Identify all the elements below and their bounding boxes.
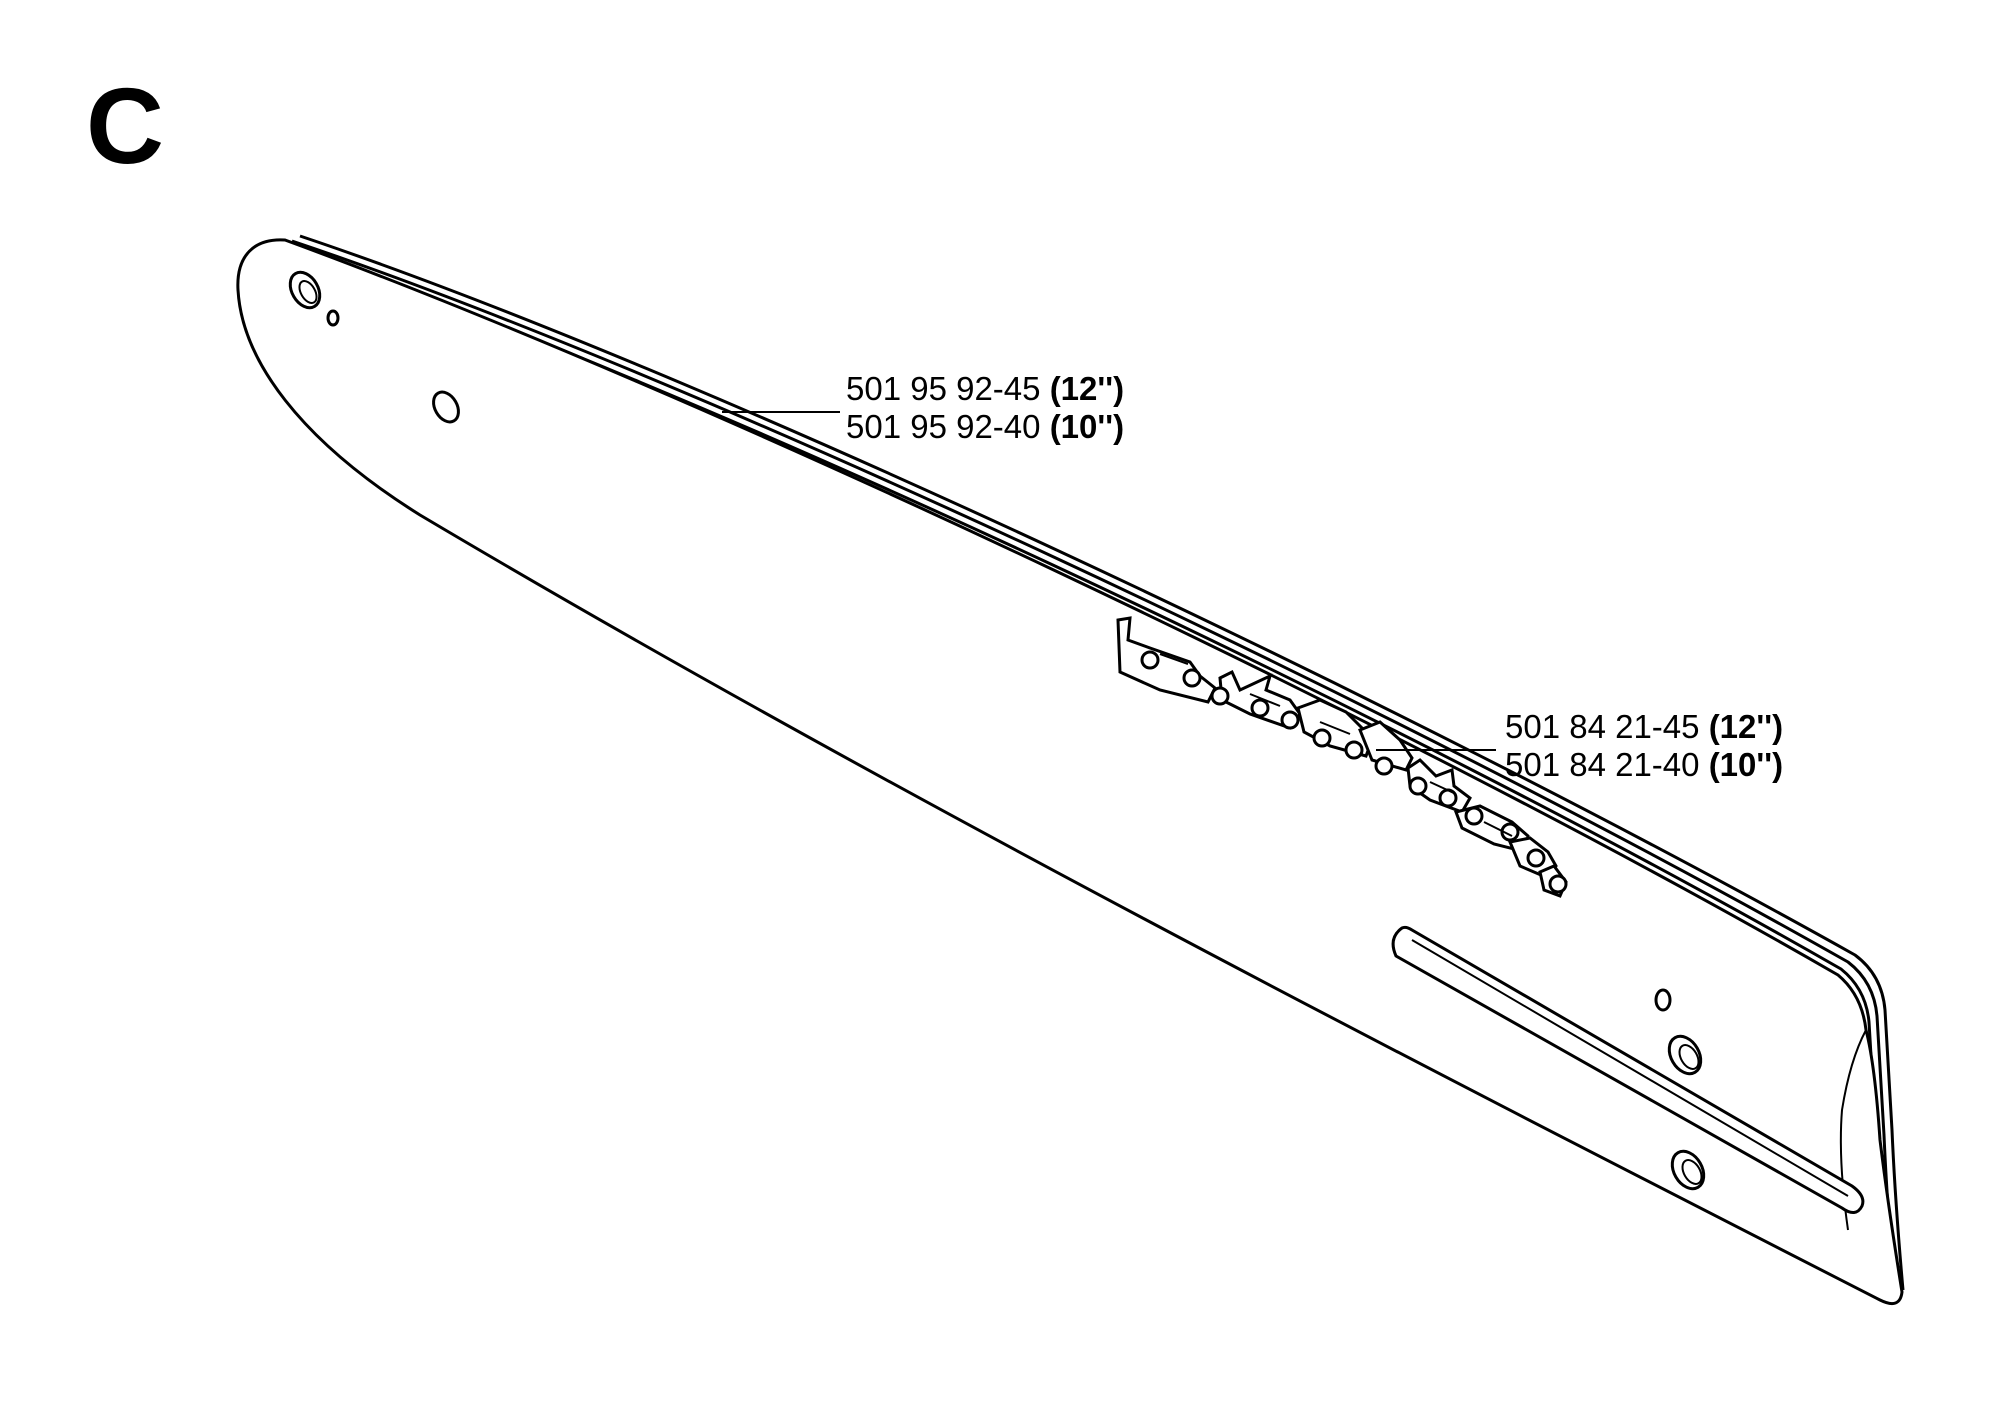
nose-sprocket-hole: [288, 270, 322, 310]
callout-line: 501 84 21-45 (12''): [1505, 708, 1783, 746]
callout-line: 501 84 21-40 (10''): [1505, 746, 1783, 784]
bar-hole-1: [432, 390, 460, 424]
bar-rail-line-2: [291, 239, 1897, 1296]
mounting-slot-inner: [1411, 939, 1849, 1197]
nose-sprocket-hole-inner: [298, 280, 318, 304]
adjuster-hole-1-inner: [1678, 1044, 1700, 1070]
part-number: 501 95 92-45: [846, 370, 1041, 407]
part-number: 501 95 92-40: [846, 408, 1041, 445]
saw-chain-link-slots: [1159, 653, 1513, 837]
chain-part-callout: 501 84 21-45 (12'') 501 84 21-40 (10''): [1505, 708, 1783, 784]
bar-size: (10''): [1049, 408, 1125, 445]
section-letter: C: [86, 65, 164, 186]
adjuster-hole-1: [1667, 1034, 1703, 1076]
bar-size: (12''): [1049, 370, 1125, 407]
part-number: 501 84 21-45: [1505, 708, 1700, 745]
callout-line: 501 95 92-45 (12''): [846, 370, 1124, 408]
bar-rail-line-1: [299, 234, 1905, 1291]
adjuster-hole-2: [1670, 1149, 1706, 1191]
saw-chain-rivets: [1140, 650, 1568, 894]
oil-hole: [1654, 988, 1672, 1012]
part-number: 501 84 21-40: [1505, 746, 1700, 783]
chain-size: (12''): [1708, 708, 1784, 745]
chain-size: (10''): [1708, 746, 1784, 783]
adjuster-hole-2-inner: [1681, 1159, 1703, 1185]
guide-bar-body: [236, 238, 1904, 1306]
bar-part-callout: 501 95 92-45 (12'') 501 95 92-40 (10''): [846, 370, 1124, 446]
callout-line: 501 95 92-40 (10''): [846, 408, 1124, 446]
nose-rivet-hole: [326, 309, 340, 327]
